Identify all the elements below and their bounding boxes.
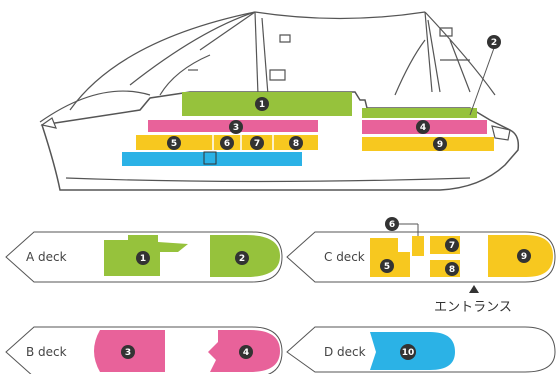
deck-d-plan: D deck 10	[286, 326, 556, 373]
svg-text:3: 3	[125, 348, 131, 358]
svg-text:4: 4	[420, 123, 426, 133]
deck-b-marker-4: 4	[239, 345, 253, 359]
svg-text:4: 4	[243, 348, 249, 358]
deck-c-marker-9: 9	[517, 249, 531, 263]
deck-a-label: A deck	[26, 250, 67, 264]
deck-c-marker-6: 6	[385, 217, 399, 231]
svg-text:6: 6	[389, 220, 395, 230]
svg-text:3: 3	[233, 123, 239, 133]
ship-deck-10	[122, 152, 302, 166]
svg-text:1: 1	[140, 254, 146, 264]
deck-b-label: B deck	[26, 345, 67, 359]
deck-a-marker-1: 1	[136, 251, 150, 265]
marker-2-leader	[469, 47, 495, 116]
deck-a-marker-2: 2	[235, 251, 249, 265]
deck-c-marker-8: 8	[445, 262, 459, 276]
ship-stern-flag	[40, 117, 57, 129]
ship-marker-2: 2	[487, 35, 501, 49]
deck-b-plan: B deck 3 4	[5, 326, 283, 374]
deck-c-marker-7: 7	[445, 238, 459, 252]
svg-text:7: 7	[254, 139, 260, 149]
ship-side-view: 1 2 3 4 5 6 7 8 9	[39, 11, 520, 191]
ship-marker-8: 8	[289, 136, 303, 150]
deck-c-label: C deck	[324, 250, 365, 264]
ship-deck-2	[362, 108, 477, 118]
ship-marker-4: 4	[416, 120, 430, 134]
ship-entrance-square	[203, 151, 217, 165]
ship-rigging	[39, 11, 496, 123]
svg-text:1: 1	[259, 100, 265, 110]
ship-marker-5: 5	[167, 136, 181, 150]
deck-c-marker-5: 5	[380, 259, 394, 273]
svg-text:9: 9	[437, 140, 443, 150]
svg-text:5: 5	[384, 262, 390, 272]
ship-deck-9	[362, 137, 494, 151]
svg-text:9: 9	[521, 252, 527, 262]
svg-text:2: 2	[239, 254, 245, 264]
deck-c-plan: C deck 6 7 5 8 9 エントランス	[286, 217, 556, 315]
svg-text:2: 2	[491, 38, 497, 48]
deck-c-area-9-bow	[526, 235, 553, 277]
ship-bow-detail	[491, 125, 511, 141]
svg-text:5: 5	[171, 139, 177, 149]
entrance-arrow	[469, 285, 479, 293]
deck-a-area-2-bow	[246, 235, 280, 277]
ship-marker-7: 7	[250, 136, 264, 150]
svg-text:7: 7	[449, 241, 455, 251]
ship-marker-1: 1	[255, 97, 269, 111]
ship-marker-3: 3	[229, 120, 243, 134]
svg-text:8: 8	[293, 139, 299, 149]
ship-stern-line	[65, 177, 471, 183]
ship-marker-9: 9	[433, 137, 447, 151]
entrance-label: エントランス	[434, 300, 512, 315]
svg-text:6: 6	[224, 139, 230, 149]
deck-a-plan: A deck 1 2	[5, 231, 283, 283]
svg-text:10: 10	[402, 348, 415, 358]
deck-c-area-5	[370, 238, 410, 277]
deck-d-label: D deck	[324, 345, 366, 359]
deck-c-area-6	[412, 236, 424, 256]
deck-b-marker-3: 3	[121, 345, 135, 359]
deck-d-marker-10: 10	[400, 344, 416, 360]
ship-marker-6: 6	[220, 136, 234, 150]
svg-text:8: 8	[449, 265, 455, 275]
